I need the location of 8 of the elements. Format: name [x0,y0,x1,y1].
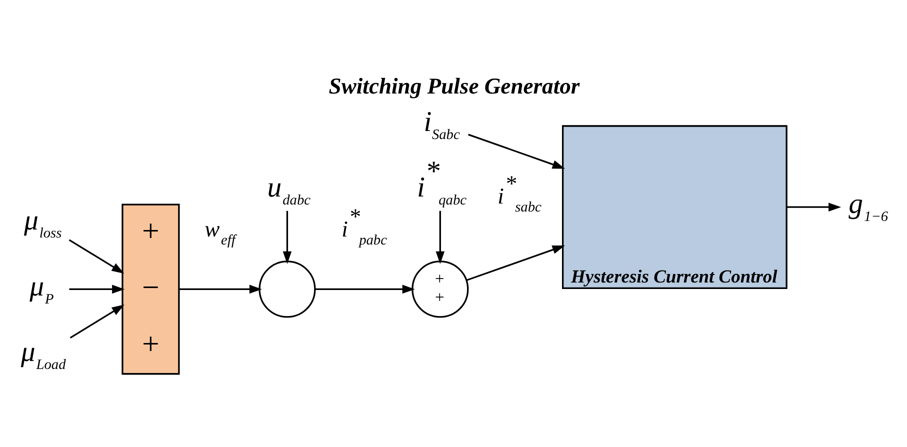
diagram-title: Switching Pulse Generator [328,73,580,98]
node-text: g$_{1−6}$ [848,188,888,226]
edge-label: w$_{eff}$ [204,216,236,248]
node-text: i$_{Sabc}$ [424,106,460,144]
node-text: μ$_{loss}$ [24,204,62,242]
node-text: μ$_{Load}$ [20,336,66,373]
node-text: u$_{dabc}$ [267,172,311,209]
node-text: μ$_{P}$ [30,270,54,308]
